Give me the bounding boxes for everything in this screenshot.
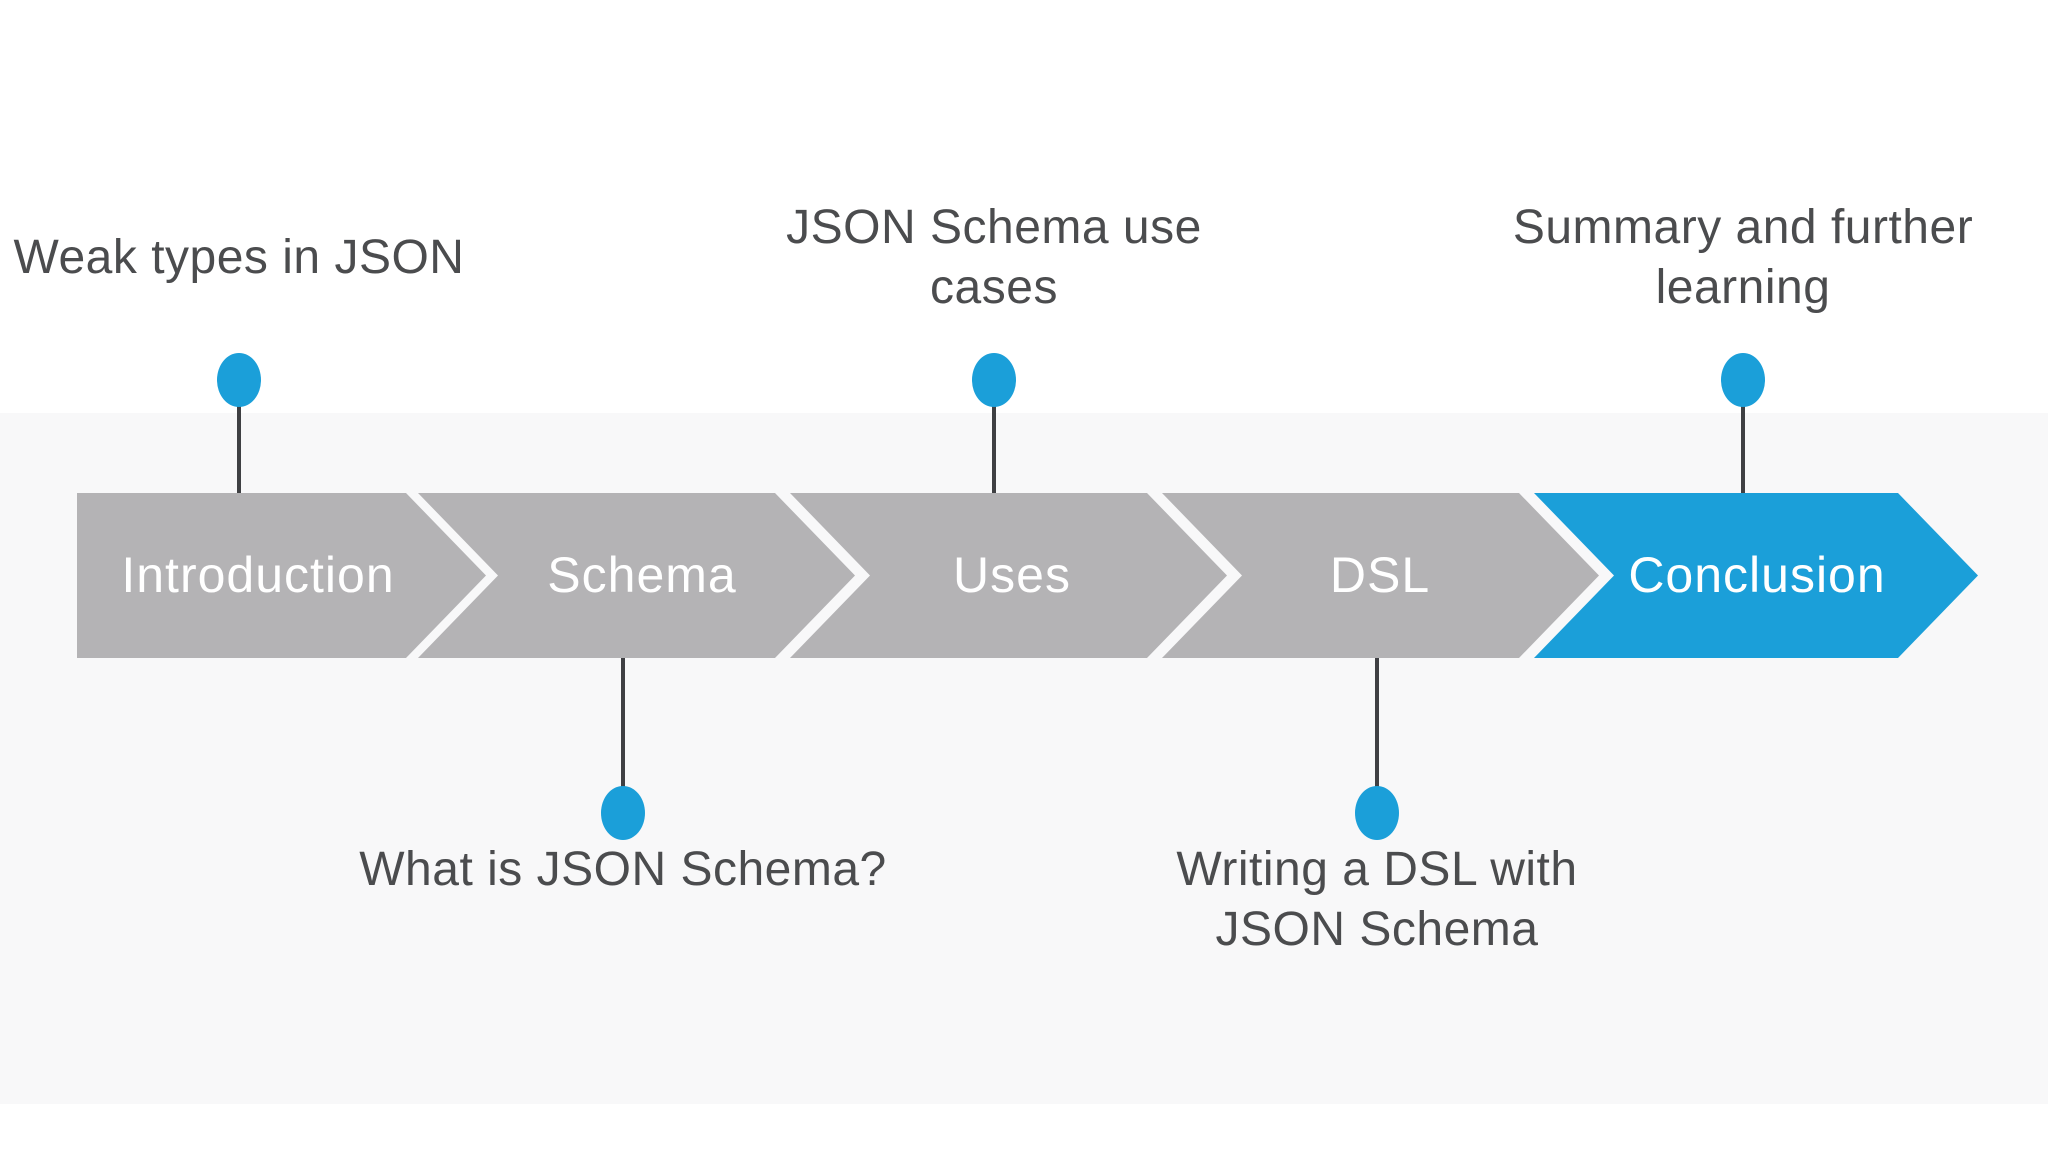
segment-shape-introduction <box>77 493 486 658</box>
callout-line: What is JSON Schema? <box>359 843 887 896</box>
callout-line: Weak types in JSON <box>13 231 465 284</box>
callout-writing-a-dsl-with-json-schema: Writing a DSL with JSON Schema <box>1097 840 1657 960</box>
milestone-dot-what-is-schema <box>601 786 645 840</box>
callout-summary-and-further-learning: Summary and further learning <box>1463 198 2023 318</box>
segment-label-dsl: DSL <box>1329 547 1431 603</box>
segment-shape-dsl <box>1162 493 1599 658</box>
callout-line: JSON Schema <box>1215 903 1539 956</box>
milestone-dot-summary <box>1721 353 1765 407</box>
segment-label-conclusion: Conclusion <box>1628 547 1886 603</box>
callout-json-schema-use-cases: JSON Schema use cases <box>714 198 1274 318</box>
segment-shape-schema <box>418 493 855 658</box>
callout-weak-types-in-json: Weak types in JSON <box>0 228 519 288</box>
callout-line: JSON Schema use <box>786 201 1202 254</box>
callout-line: learning <box>1655 261 1831 314</box>
callout-line: Summary and further <box>1512 201 1974 254</box>
callout-what-is-json-schema: What is JSON Schema? <box>343 840 903 900</box>
callout-line: Writing a DSL with <box>1176 843 1578 896</box>
segment-label-schema: Schema <box>547 547 737 603</box>
segment-label-uses: Uses <box>953 547 1071 603</box>
segment-shape-uses <box>790 493 1227 658</box>
callout-line: cases <box>930 261 1058 314</box>
milestone-dot-writing-dsl <box>1355 786 1399 840</box>
segment-shape-conclusion <box>1534 493 1978 658</box>
segment-label-introduction: Introduction <box>121 547 395 603</box>
milestone-dot-weak-types <box>217 353 261 407</box>
milestone-dot-use-cases <box>972 353 1016 407</box>
